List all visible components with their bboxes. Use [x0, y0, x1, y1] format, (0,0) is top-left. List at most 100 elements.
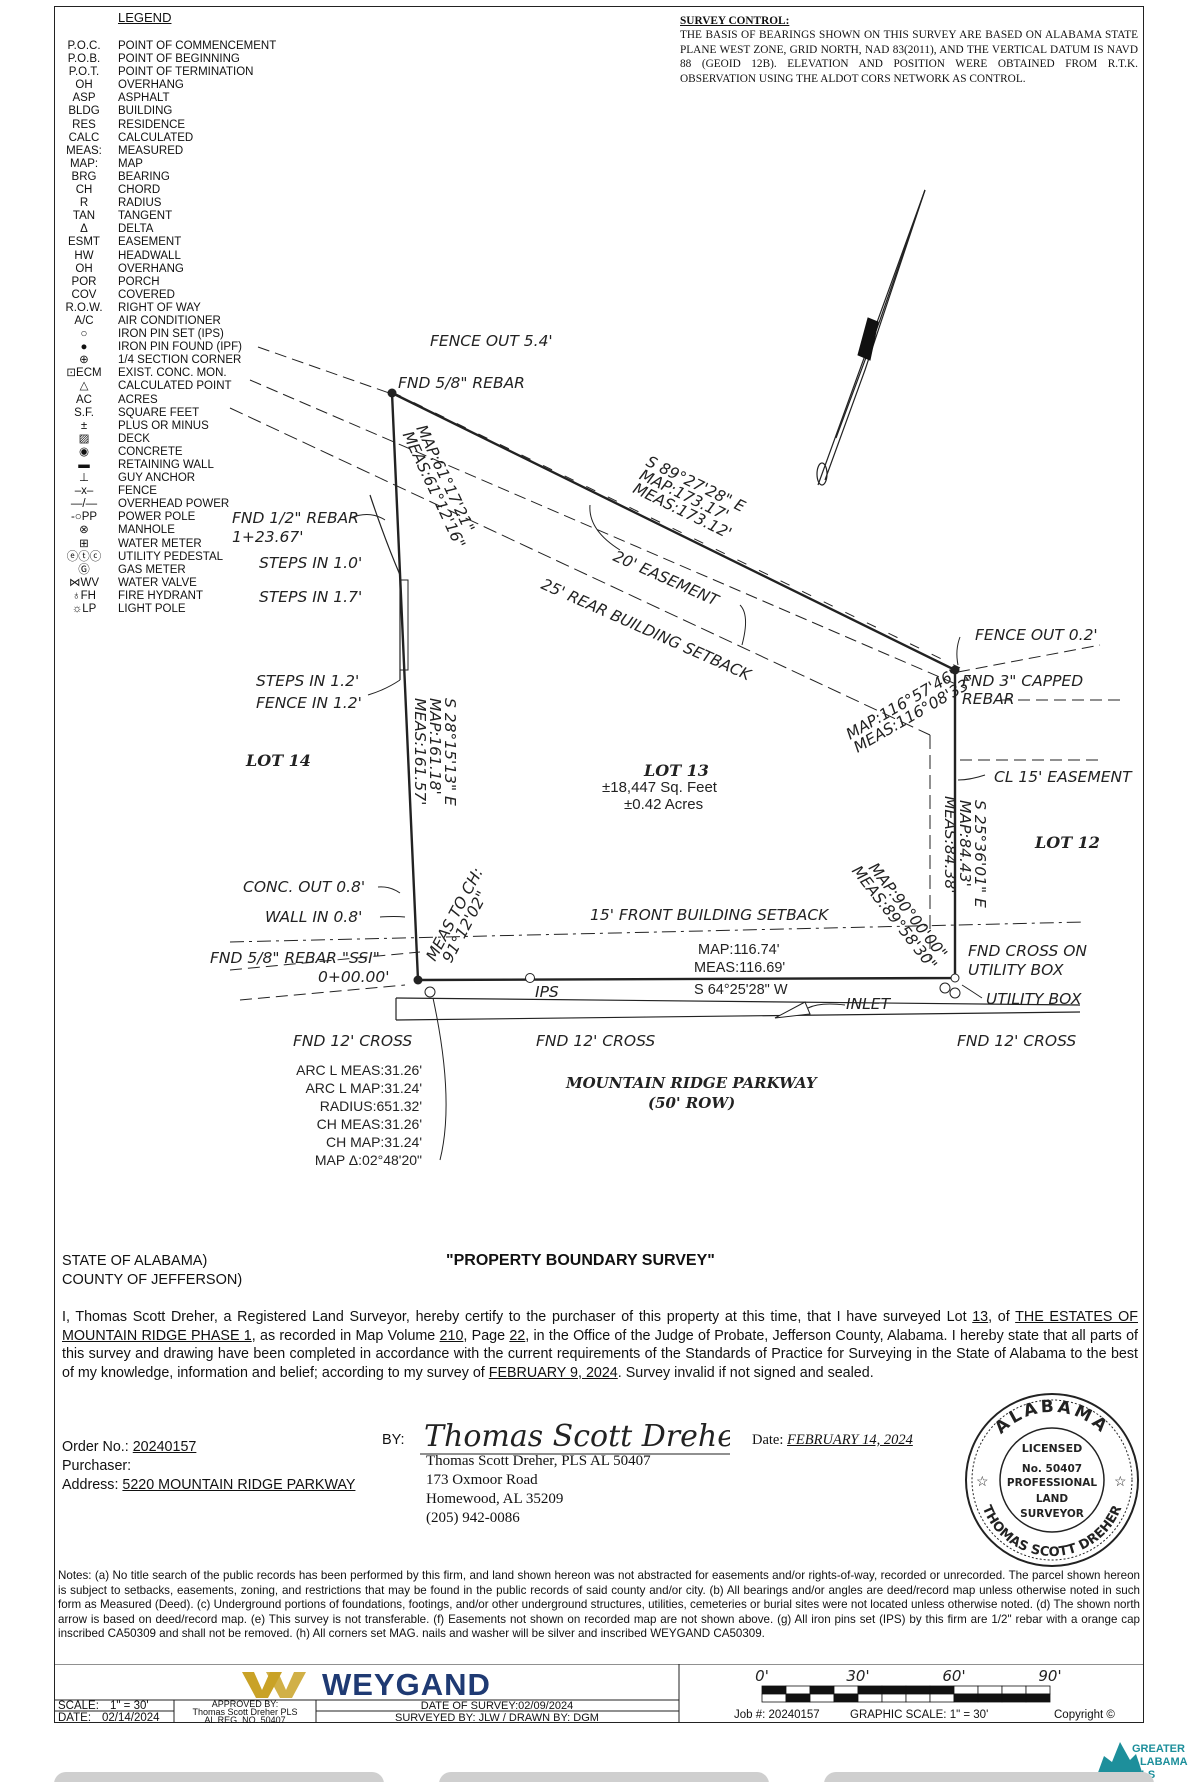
street-row: (50' ROW)	[648, 1094, 735, 1112]
legend-definition: SQUARE FEET	[118, 406, 200, 419]
surveyor-seal: ALABAMA THOMAS SCOTT DREHER LICENSED No.…	[965, 1393, 1139, 1567]
scale-bar-cell	[953, 1685, 979, 1695]
legend-abbr: Ⓖ	[78, 563, 90, 576]
legend-abbr: ♁FH	[72, 589, 96, 602]
scale-bar-cell	[833, 1685, 859, 1695]
signature-date: Date: FEBRUARY 14, 2024	[752, 1432, 913, 1448]
scale-tick-label: 30'	[846, 1667, 869, 1685]
legend-row: ♁FH FIRE HYDRANT	[56, 590, 276, 603]
curve-table: ARC L MEAS:31.26'ARC L MAP:31.24'RADIUS:…	[296, 1062, 422, 1168]
svg-text:MAP:161.18': MAP:161.18'	[426, 698, 444, 795]
svg-text:Copyright ©: Copyright ©	[1054, 1709, 1115, 1721]
legend-definition: OVERHANG	[118, 79, 184, 92]
legend-abbr: ○	[80, 328, 88, 341]
signature: Thomas Scott Dreher	[420, 1419, 730, 1455]
notes: Notes: (a) No title search of the public…	[58, 1569, 1140, 1640]
tab-1[interactable]	[54, 1772, 384, 1782]
scale-tick-label: 90'	[1038, 1667, 1061, 1685]
legend-row: ○IRON PIN SET (IPS)	[56, 328, 276, 341]
rear-setback-line	[229, 407, 931, 736]
legend-definition: WATER METER	[118, 537, 202, 550]
legend-definition: GAS METER	[118, 563, 186, 576]
scale-bar-cell	[761, 1693, 787, 1703]
scale-bar-cell	[929, 1693, 955, 1703]
weygand-logo-icon	[242, 1672, 306, 1698]
legend-abbr: HW	[74, 249, 94, 262]
legend-abbr: ASP	[72, 92, 96, 105]
svg-text:Job #: 20240157: Job #: 20240157	[734, 1709, 820, 1721]
svg-text:GREATER: GREATER	[1132, 1743, 1185, 1755]
scale-bar-cell	[881, 1685, 907, 1695]
legend-abbr: A/C	[74, 314, 94, 327]
svg-text:1+23.67': 1+23.67'	[232, 528, 303, 546]
legend-definition: CONCRETE	[118, 445, 183, 458]
legend-definition: UTILITY PEDESTAL	[118, 550, 224, 563]
legend-definition: DELTA	[118, 223, 154, 236]
legend-abbr: △	[79, 380, 89, 393]
legend-abbr: BRG	[71, 170, 97, 183]
svg-text:AL REG. NO. 50407: AL REG. NO. 50407	[204, 1715, 285, 1723]
legend-row: –x–FENCE	[56, 485, 276, 498]
legend-abbr: ▬	[78, 459, 90, 471]
tab-2[interactable]	[439, 1772, 769, 1782]
legend-row: R.O.W.RIGHT OF WAY	[56, 302, 276, 315]
survey-control: SURVEY CONTROL: THE BASIS OF BEARINGS SH…	[680, 14, 1138, 86]
svg-text:S 25°36'01" E: S 25°36'01" E	[971, 800, 989, 908]
curve-row: RADIUS:651.32'	[320, 1098, 422, 1114]
tab-3[interactable]	[824, 1772, 1154, 1782]
scale-bar-cell	[785, 1685, 811, 1695]
svg-text:DATE OF SURVEY:02/09/2024: DATE OF SURVEY:02/09/2024	[421, 1700, 573, 1712]
svg-text:0+00.00': 0+00.00'	[318, 968, 389, 986]
legend-row: ●IRON PIN FOUND (IPF)	[56, 341, 276, 354]
legend-abbr: TAN	[72, 210, 96, 223]
ext-line-ne	[957, 644, 1101, 673]
legend-title: LEGEND	[118, 10, 172, 25]
svg-text:FND 5/8" REBAR "SSI": FND 5/8" REBAR "SSI"	[210, 949, 380, 967]
svg-text:Thomas Scott Dreher: Thomas Scott Dreher	[424, 1419, 730, 1454]
svg-text:FND 12' CROSS: FND 12' CROSS	[293, 1032, 412, 1050]
label-area-sf: ±18,447 Sq. Feet	[602, 779, 718, 796]
svg-text:FND 12' CROSS: FND 12' CROSS	[536, 1032, 655, 1050]
scale-bar-cell	[953, 1693, 979, 1703]
svg-text:REBAR: REBAR	[962, 690, 1015, 708]
legend-definition: LIGHT POLE	[118, 603, 186, 616]
legend-abbr: P.O.B.	[67, 53, 101, 66]
scale-bar-cell	[833, 1693, 859, 1703]
front-setback-line	[229, 921, 1086, 943]
legend-abbr: COV	[71, 288, 97, 301]
legend-abbr: POR	[71, 275, 97, 288]
legend-abbr: ⋈WV	[68, 576, 100, 589]
legend-definition: COVERED	[118, 288, 175, 301]
legend-abbr: AC	[76, 393, 92, 406]
legend-definition: POINT OF COMMENCEMENT	[118, 40, 277, 52]
scale-bar-cell	[857, 1693, 883, 1703]
legend-abbr: R	[79, 197, 89, 210]
svg-text:02/14/2024: 02/14/2024	[102, 1712, 160, 1723]
star-icon: ☆	[976, 1473, 989, 1489]
svg-text:INLET: INLET	[846, 995, 892, 1013]
legend-abbr: P.O.C.	[67, 40, 101, 52]
legend-definition: FENCE	[118, 485, 157, 498]
utility-box-icon	[949, 987, 961, 999]
svg-text:SURVEYOR: SURVEYOR	[1020, 1508, 1084, 1520]
plat-drawing: FENCE OUT 5.4' FND 5/8" REBAR MAP:61°17'…	[210, 189, 1133, 1168]
scale-bar-cell	[1025, 1685, 1051, 1695]
legend-definition: FIRE HYDRANT	[118, 589, 203, 602]
legend-definition: PLUS OR MINUS	[118, 419, 209, 432]
legend-definition: POINT OF TERMINATION	[118, 66, 254, 79]
legend-abbr: S.F.	[74, 406, 94, 419]
svg-text:STEPS IN 1.7': STEPS IN 1.7'	[259, 588, 362, 606]
svg-text:STEPS IN 1.2': STEPS IN 1.2'	[256, 672, 359, 690]
legend-definition: RIGHT OF WAY	[118, 301, 201, 314]
svg-text:MAP:116.74': MAP:116.74'	[698, 942, 780, 958]
bottom-tabs	[54, 1772, 1154, 1782]
street-gutter	[395, 1011, 1081, 1021]
svg-text:FND 3" CAPPED: FND 3" CAPPED	[962, 672, 1083, 690]
legend-definition: EXIST. CONC. MON.	[118, 367, 227, 380]
scale-bar-cell	[857, 1685, 883, 1695]
fence-north	[391, 391, 961, 669]
